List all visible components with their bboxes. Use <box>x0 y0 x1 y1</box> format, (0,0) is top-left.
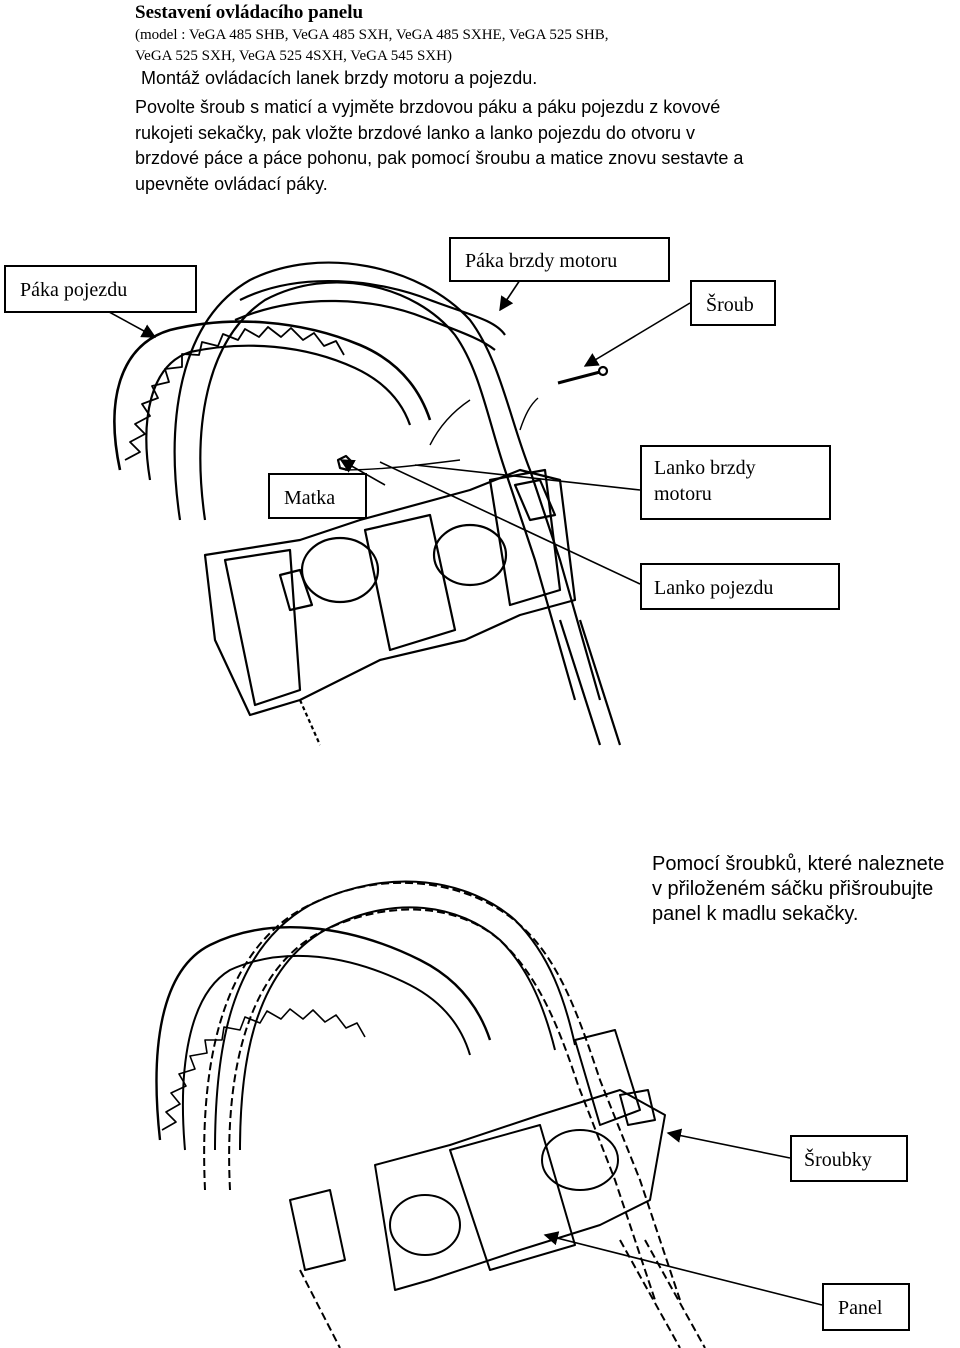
callout-brake-cable-label-2: motoru <box>654 483 712 505</box>
callout-brake-lever: Páka brzdy motoru <box>449 237 670 282</box>
callout-nut-label: Matka <box>284 487 336 509</box>
callout-screws: Šroubky <box>790 1135 908 1182</box>
assembly-note-line-1: Pomocí šroubků, které naleznete <box>652 853 945 875</box>
callout-panel: Panel <box>822 1283 910 1331</box>
model-list-line-2: VeGA 525 SXH, VeGA 525 4SXH, VeGA 545 SX… <box>135 48 452 64</box>
instruction-paragraph: Povolte šroub s maticí a vyjměte brzdovo… <box>135 97 744 194</box>
assembly-note-line-2: v přiloženém sáčku přišroubujte <box>652 878 934 900</box>
callout-brake-lever-label: Páka brzdy motoru <box>465 250 618 272</box>
leader-lines-bottom <box>543 1128 823 1306</box>
model-list-line-1: (model : VeGA 485 SHB, VeGA 485 SXH, VeG… <box>135 27 609 43</box>
handle-drawing-bottom <box>155 880 706 1348</box>
leader-lines-top <box>99 279 691 585</box>
callout-bolt: Šroub <box>690 280 776 326</box>
callout-drive-cable-label: Lanko pojezdu <box>654 577 774 599</box>
page-title: Sestavení ovládacího panelu <box>135 2 364 23</box>
callout-brake-cable: Lanko brzdy motoru <box>640 445 831 520</box>
callout-panel-label: Panel <box>838 1297 883 1319</box>
callout-brake-cable-label-1: Lanko brzdy <box>654 457 756 479</box>
assembly-note-line-3: panel k madlu sekačky. <box>652 903 859 925</box>
callout-screws-label: Šroubky <box>804 1149 872 1171</box>
assembly-note: Pomocí šroubků, které naleznete v přilož… <box>652 852 960 927</box>
callout-drive-lever-label: Páka pojezdu <box>20 279 128 301</box>
model-list: (model : VeGA 485 SHB, VeGA 485 SXH, VeG… <box>135 25 775 67</box>
handle-drawing-top <box>113 261 622 746</box>
callout-drive-lever: Páka pojezdu <box>4 265 197 313</box>
callout-bolt-label: Šroub <box>706 294 754 316</box>
callout-drive-cable: Lanko pojezdu <box>640 563 840 610</box>
callout-nut: Matka <box>268 473 367 519</box>
section-subtitle: Montáž ovládacích lanek brzdy motoru a p… <box>141 68 538 88</box>
